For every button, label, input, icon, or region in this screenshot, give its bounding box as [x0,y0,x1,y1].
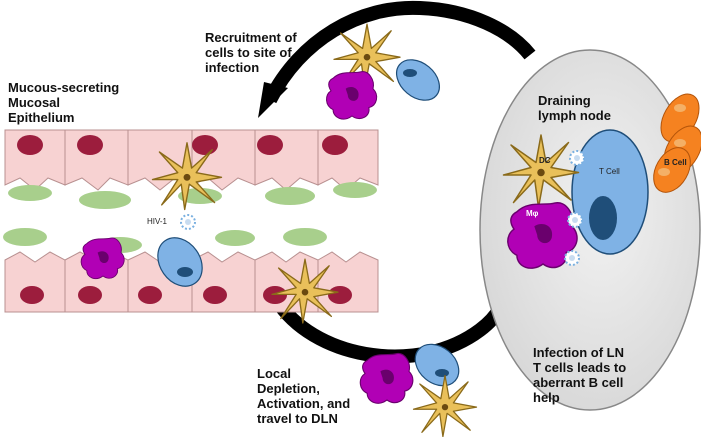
epithelium-label: Mucous-secreting Mucosal Epithelium [8,80,119,125]
infection-label-line: Infection of LN [533,345,624,360]
t-cell [157,237,203,287]
hiv-label: HIV-1 [147,217,168,226]
t-cell [396,59,440,101]
hiv-virus-icon [567,212,583,228]
macrophage-label: Mφ [526,209,539,218]
lymph-node-label: Draining lymph node [538,93,611,123]
infection-label-line: T cells leads to [533,360,627,375]
hiv-virus-icon [564,250,580,266]
b-cell-label: B Cell [664,158,687,167]
recruitment-arrow [258,0,536,118]
recruitment-label-line: infection [205,60,260,75]
local-label-line: travel to DLN [257,411,338,426]
local-depletion-label: Local Depletion, Activation, and travel … [257,366,350,426]
epithelium-label-line: Mucosal [8,95,61,110]
hiv-virus-icon [180,214,196,230]
macrophage-cell [359,352,414,404]
local-label-line: Depletion, [257,381,320,396]
dendritic-cell [412,374,478,437]
recruitment-label-line: Recruitment of [205,30,297,45]
dc-label: DC [539,156,551,165]
recruitment-label: Recruitment of cells to site of infectio… [205,30,297,75]
infection-label-line: aberrant B cell [533,375,624,390]
ln-t-cell [571,129,649,255]
local-label-line: Local [257,366,291,381]
infection-label: Infection of LN T cells leads to aberran… [533,345,626,405]
macrophage-cell [80,237,125,280]
infection-label-line: help [533,390,560,405]
epithelium-label-line: Mucous-secreting [8,80,120,95]
lymph-node-label-line: lymph node [538,108,611,123]
hiv-virus-icon [569,150,585,166]
local-label-line: Activation, and [257,396,351,411]
recruitment-label-line: cells to site of [205,45,292,60]
t-cell-label: T Cell [599,167,620,176]
t-cell [414,343,460,387]
macrophage-cell [325,71,378,120]
epithelium-label-line: Epithelium [8,110,75,125]
epithelium-bottom-row [4,251,379,313]
b-cells [653,93,701,193]
lymph-node-label-line: Draining [538,93,591,108]
